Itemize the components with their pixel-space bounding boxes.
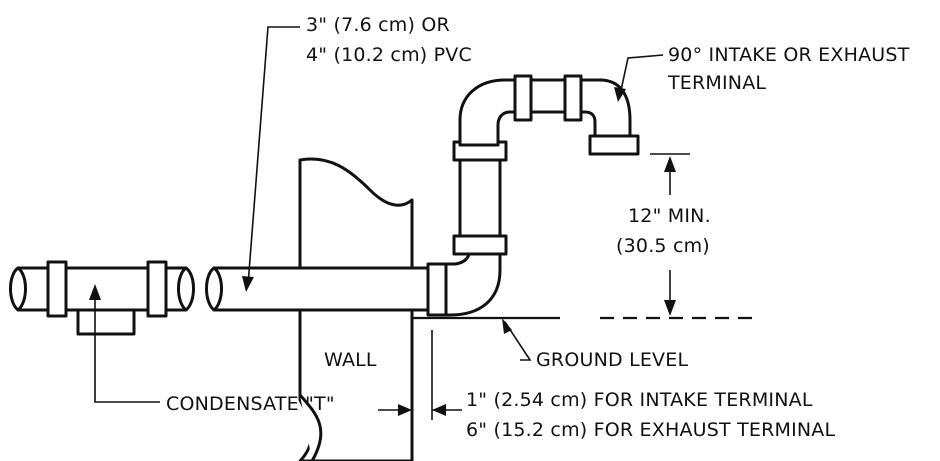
pipe-size-label-1: 3" (7.6 cm) OR	[306, 14, 450, 36]
bottom-elbow	[426, 243, 502, 317]
terminal-90-bend	[458, 74, 640, 156]
condensate-label: CONDENSATE "T"	[166, 393, 335, 415]
wall-label: WALL	[324, 349, 377, 371]
clearance-label-1: 1" (2.54 cm) FOR INTAKE TERMINAL	[466, 389, 813, 411]
terminal-label-2: TERMINAL	[667, 72, 766, 94]
vertical-riser	[452, 140, 508, 256]
clearance-label-2: 6" (15.2 cm) FOR EXHAUST TERMINAL	[466, 419, 835, 441]
condensate-tee-pipe	[9, 260, 195, 336]
leader-lines	[89, 26, 664, 403]
wall-clearance-dimension	[378, 330, 462, 420]
min-height-dimension	[650, 153, 690, 316]
min-height-label-1: 12" MIN.	[628, 205, 711, 227]
terminal-label-1: 90° INTAKE OR EXHAUST	[668, 44, 910, 66]
pipe-size-label-2: 4" (10.2 cm) PVC	[306, 44, 472, 66]
min-height-label-2: (30.5 cm)	[616, 235, 710, 257]
horizontal-pvc-pipe	[205, 266, 434, 312]
ground-level-label: GROUND LEVEL	[536, 349, 688, 371]
